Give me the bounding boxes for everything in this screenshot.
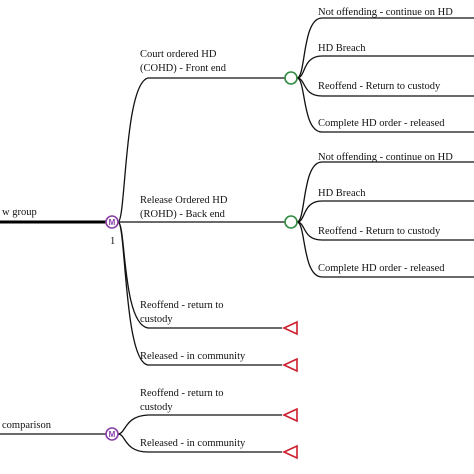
rohd-outcome-edge — [296, 161, 474, 223]
rohd-chance-node-icon[interactable] — [284, 215, 298, 229]
cohd-chance-node-icon[interactable] — [284, 71, 298, 85]
group-released-edge — [117, 221, 282, 366]
terminal-node-icon[interactable] — [282, 357, 298, 373]
cohd-label-1: Court ordered HD — [140, 49, 217, 60]
group-reoffend-edge — [117, 221, 282, 329]
rohd-label-2: (ROHD) - Back end — [140, 209, 226, 220]
cohd-outcome-edge — [296, 55, 474, 79]
comparison-markov-node-letter: M — [109, 430, 116, 439]
group-reoffend-label-1: Reoffend - return to — [140, 300, 224, 311]
comparison-released-edge — [117, 433, 282, 453]
terminal-node-icon[interactable] — [282, 320, 298, 336]
terminal-node-icon[interactable] — [282, 407, 298, 423]
cohd-outcome-label: Reoffend - Return to custody — [318, 81, 441, 92]
terminal-node-icon[interactable] — [282, 444, 298, 460]
rohd-outcome-label: Not offending - continue on HD — [318, 152, 453, 163]
rohd-outcome-edge — [296, 221, 474, 278]
comparison-reoffend-label-2: custody — [140, 402, 173, 413]
comparison-reoffend-label-1: Reoffend - return to — [140, 388, 224, 399]
comparison-reoffend-edge — [117, 414, 282, 435]
markov-node-index: 1 — [110, 236, 115, 247]
comparison-released-label: Released - in community — [140, 438, 246, 449]
cohd-outcome-label: Complete HD order - released — [318, 118, 445, 129]
cohd-outcome-label: HD Breach — [318, 43, 366, 54]
markov-node-letter: M — [109, 218, 116, 227]
cohd-outcome-edge — [296, 77, 474, 133]
rohd-outcome-label: HD Breach — [318, 188, 366, 199]
rohd-label-1: Release Ordered HD — [140, 195, 228, 206]
cohd-label-2: (COHD) - Front end — [140, 63, 227, 74]
rohd-outcome-label: Reoffend - Return to custody — [318, 226, 441, 237]
comparison-markov-node-icon[interactable]: M — [105, 427, 119, 441]
rohd-outcome-label: Complete HD order - released — [318, 263, 445, 274]
group-reoffend-label-2: custody — [140, 314, 173, 325]
cohd-outcome-edge — [296, 17, 474, 79]
group-label: w group — [2, 207, 37, 218]
comparison-label: comparison — [2, 420, 52, 431]
group-released-label: Released - in community — [140, 351, 246, 362]
markov-node-icon[interactable]: M — [105, 215, 119, 229]
cohd-edge — [117, 77, 286, 223]
rohd-outcome-edge — [296, 200, 474, 223]
cohd-outcome-label: Not offending - continue on HD — [318, 7, 453, 18]
